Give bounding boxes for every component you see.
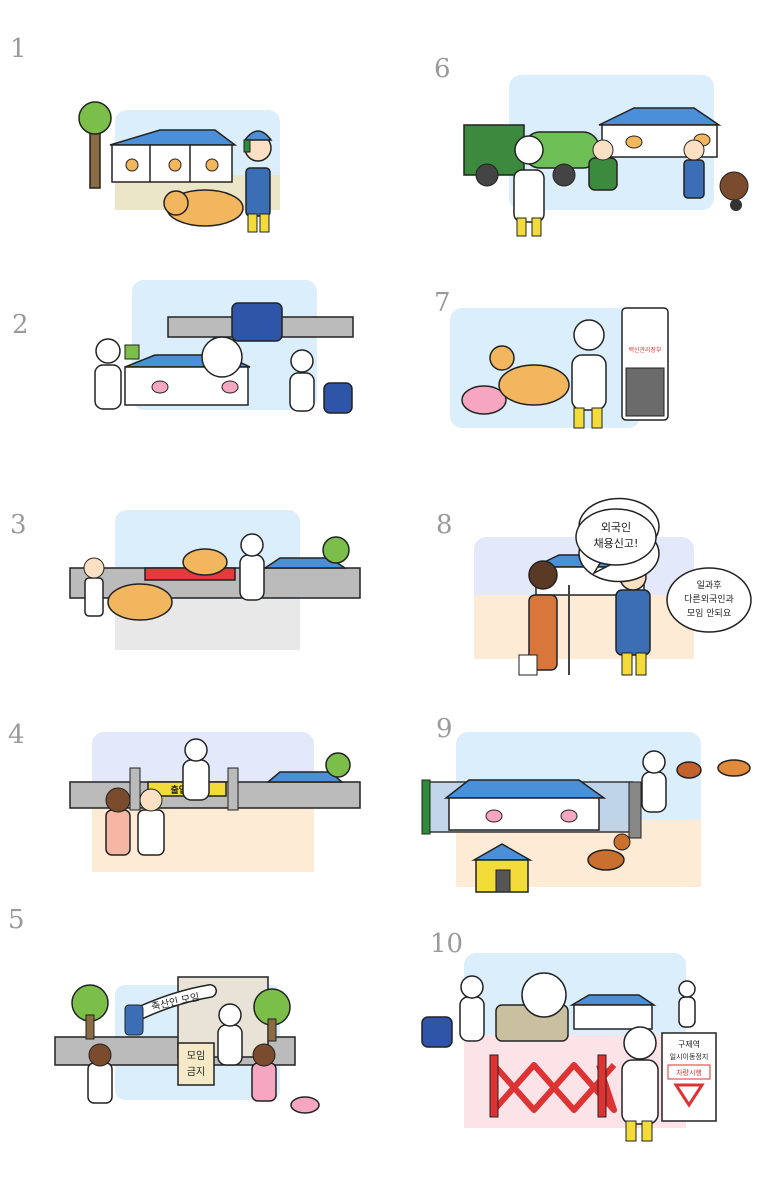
bubble2-line3: 모임 안되요: [687, 607, 731, 619]
sign-line2: 금지: [187, 1066, 205, 1078]
bubble2-line1: 일과후: [697, 580, 722, 591]
scene-disinfect-truck: [463, 75, 749, 237]
scene-vaccination: 백신관리장부: [450, 307, 669, 429]
scene-foreign-worker: 외국인 채용신고! 일과후 다른외국인과 모임 안되요: [474, 497, 752, 676]
bubble1-line2: 채용신고!: [594, 537, 639, 550]
scene-checkpoint-cattle: [69, 510, 361, 650]
sign10-line1: 구제역: [678, 1039, 700, 1049]
scene-wildlife-fence: [421, 732, 751, 893]
sign10-line2: 일시이동정지: [670, 1052, 709, 1061]
scene-entry-ban: 출입금지: [69, 732, 361, 872]
panel-number: 2: [12, 310, 29, 340]
panel-number: 7: [434, 288, 451, 318]
panel-2: 2: [0, 255, 384, 445]
panel-4: 4 출입금지: [0, 710, 384, 880]
panel-number: 9: [436, 714, 453, 744]
sign10-line3: 차량시행: [676, 1068, 702, 1077]
scene-pig-farm-disinfect: [94, 280, 354, 414]
bubble1-line1: 외국인: [601, 521, 631, 534]
panel-number: 6: [434, 54, 451, 84]
fridge-label: 백신관리장부: [628, 346, 662, 354]
panel-7: 7 백신관리장부: [384, 270, 768, 445]
panel-number: 5: [8, 905, 25, 935]
panel-9: 9: [384, 710, 768, 910]
panel-number: 1: [10, 34, 27, 64]
panel-number: 4: [8, 720, 25, 750]
panel-6: 6: [384, 0, 768, 250]
scene-gathering-ban: 축산인 모임 모임 금지: [54, 976, 320, 1114]
panel-number: 3: [10, 510, 27, 540]
panel-number: 8: [436, 510, 453, 540]
panel-10: 10 구제역 일시이동정지 차량시행: [384, 925, 768, 1155]
panel-5: 5 축산인 모임 모임 금지: [0, 905, 384, 1130]
panel-1: 1: [0, 0, 384, 240]
bubble2-line2: 다른외국인과: [684, 593, 734, 605]
panel-number: 10: [430, 929, 464, 959]
panel-8: 8 외국인 채용신고! 일과후 다른외국인과 모임 안되요: [384, 495, 768, 690]
scene-standstill-checkpoint: 구제역 일시이동정지 차량시행: [421, 953, 717, 1142]
panel-3: 3: [0, 490, 384, 655]
scene-cattle-farm-sick-cow: [78, 101, 280, 233]
sign-line1: 모임: [187, 1049, 205, 1062]
